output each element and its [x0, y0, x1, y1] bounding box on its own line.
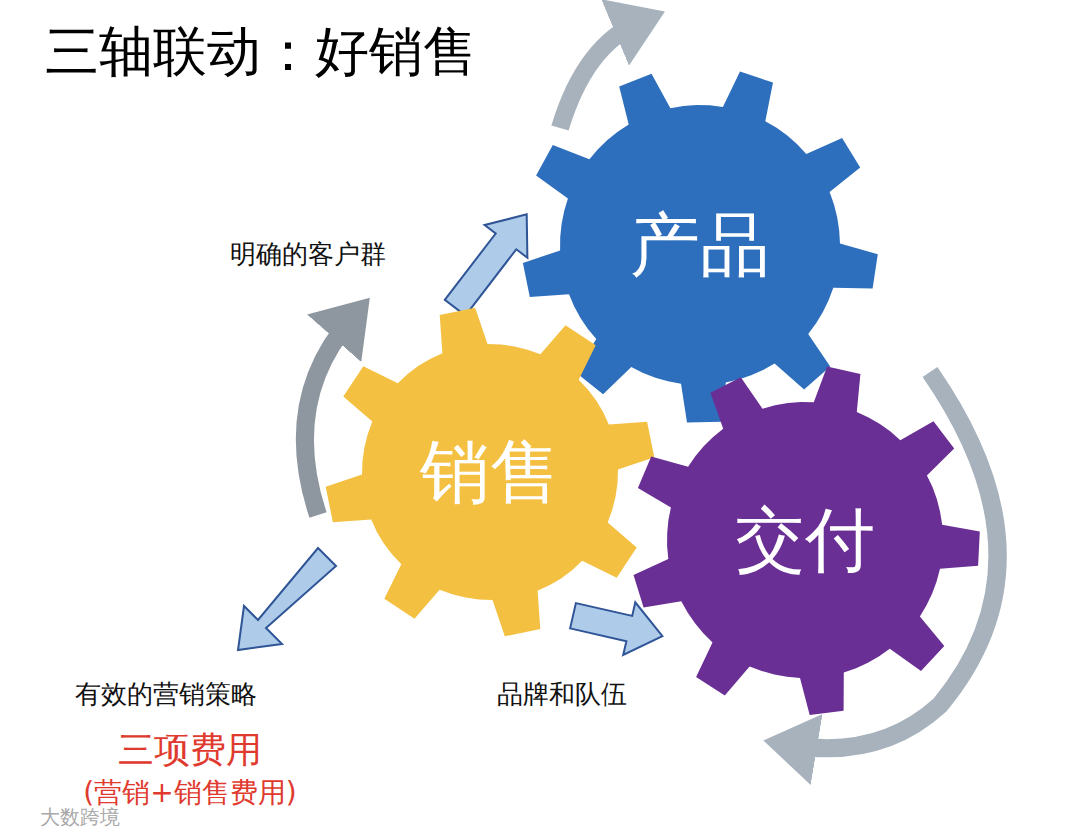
gear-outline [634, 366, 980, 715]
watermark: 大数跨境 [40, 806, 120, 828]
title: 三轴联动：好销售 [45, 22, 477, 81]
edge-label: 明确的客户群 [230, 240, 386, 269]
block-arrow [238, 548, 336, 650]
gear-label: 产品 [630, 210, 770, 280]
gear-node: 交付 [630, 365, 980, 715]
block-arrow [445, 214, 528, 315]
strategy-note: 有效的营销策略 [75, 680, 257, 709]
cost-note: 三项费用 [118, 730, 262, 770]
block-arrow [570, 602, 662, 655]
gear-label: 销售 [420, 437, 560, 507]
cost-detail: (营销+销售费用) [83, 778, 296, 809]
gear-node: 销售 [325, 307, 655, 637]
gear-label: 交付 [735, 505, 875, 575]
gear-outline [326, 308, 655, 637]
edge-label: 品牌和队伍 [497, 680, 627, 709]
